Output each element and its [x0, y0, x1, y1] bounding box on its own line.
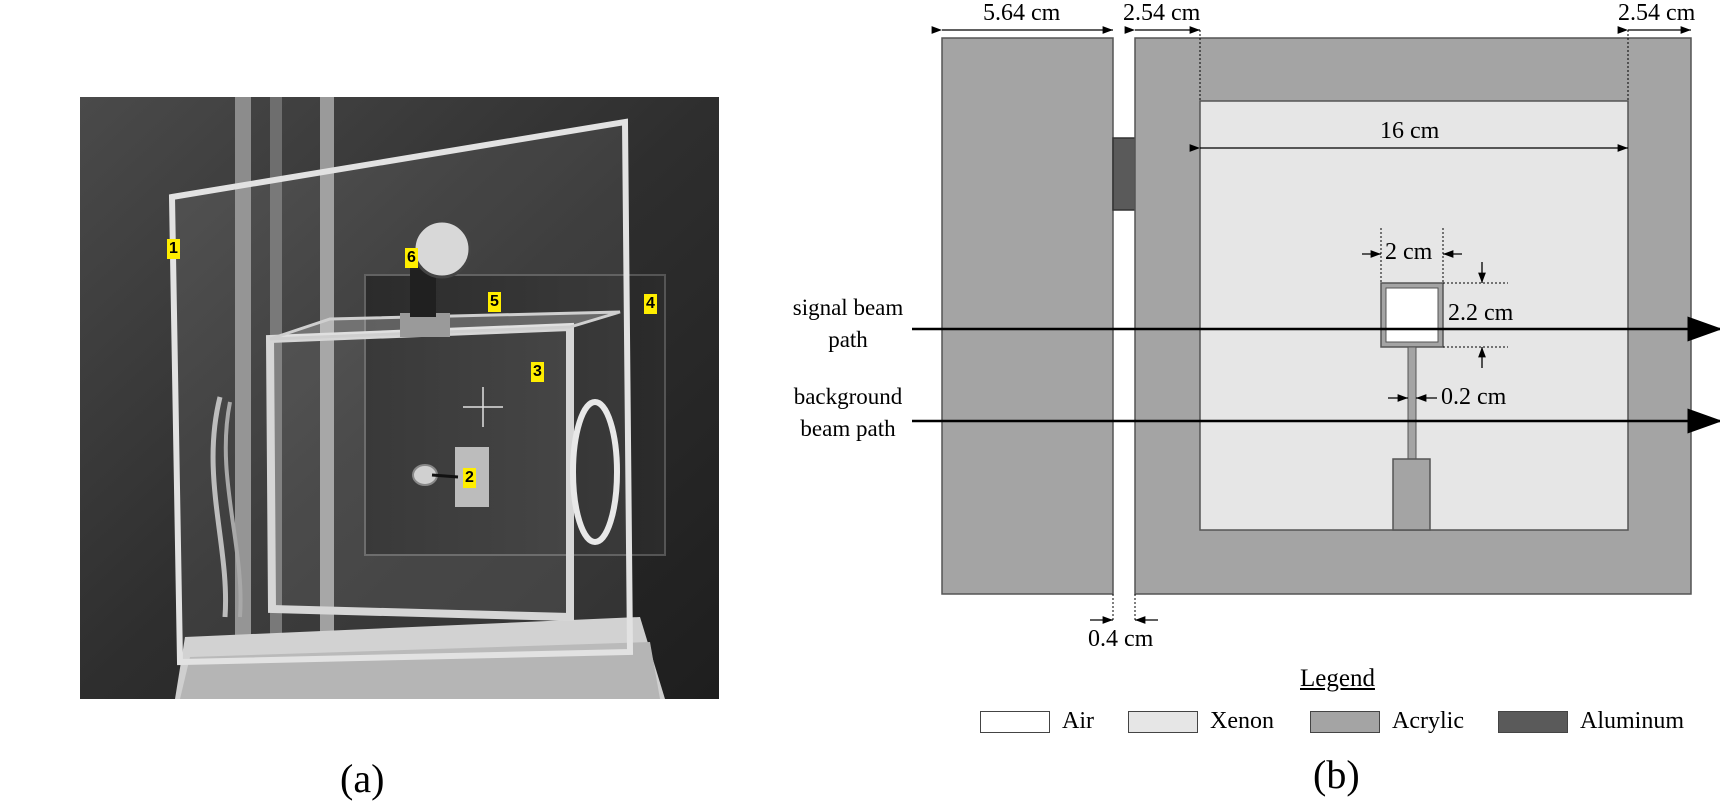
air-cell	[1385, 287, 1439, 343]
legend-swatch-acrylic	[1310, 710, 1380, 733]
legend-swatch-aluminum	[1498, 710, 1568, 733]
background-beam-label-line2: beam path	[800, 416, 896, 441]
legend-label-xenon: Xenon	[1210, 708, 1274, 734]
signal-beam-label-line1: signal beam	[792, 295, 904, 320]
dim-top-wall-left: 2.54 cm	[1123, 0, 1201, 26]
photo-tag-5: 5	[488, 292, 501, 312]
legend-item-aluminum: Aluminum	[1498, 708, 1684, 735]
photo-tag-2: 2	[463, 468, 476, 488]
background-beam-label-line1: background	[793, 384, 903, 409]
panel-b-label: (b)	[1313, 752, 1360, 797]
legend-swatch-xenon	[1128, 710, 1198, 733]
signal-beam-label: signal beam path	[785, 292, 911, 356]
photo-tag-4: 4	[644, 294, 657, 314]
photo-tag-3: 3	[531, 362, 544, 382]
legend-item-acrylic: Acrylic	[1310, 708, 1464, 735]
dim-cell-height: 2.2 cm	[1448, 300, 1514, 326]
dim-stem-width: 0.2 cm	[1441, 384, 1507, 410]
legend-item-air: Air	[980, 708, 1094, 735]
aluminum-piece	[1112, 137, 1137, 211]
dim-left-block-width: 5.64 cm	[983, 0, 1061, 26]
legend-label-aluminum: Aluminum	[1580, 708, 1685, 734]
stem	[1407, 346, 1417, 460]
background-beam-label: background beam path	[785, 381, 911, 445]
legend-swatch-air	[980, 710, 1050, 733]
experiment-photo: 1 2 3 4 5 6	[80, 97, 719, 699]
legend-title: Legend	[1300, 665, 1375, 692]
legend-label-air: Air	[1062, 708, 1094, 734]
legend-label-acrylic: Acrylic	[1392, 708, 1464, 734]
diagram-drawing	[912, 26, 1720, 624]
signal-beam-label-line2: path	[828, 327, 868, 352]
photo-tag-1: 1	[167, 239, 180, 259]
panel-a-label: (a)	[340, 756, 385, 801]
legend-item-xenon: Xenon	[1128, 708, 1274, 735]
dim-gap-width: 0.4 cm	[1088, 626, 1154, 652]
stem-base	[1392, 458, 1431, 531]
dim-cell-width: 2 cm	[1385, 239, 1433, 265]
photo-illustration	[80, 97, 719, 699]
dim-inner-width: 16 cm	[1380, 118, 1440, 144]
dim-top-wall-right: 2.54 cm	[1618, 0, 1696, 26]
geometry-diagram: 5.64 cm 2.54 cm 2.54 cm 16 cm 2 cm 2.2 c…	[760, 0, 1720, 804]
left-acrylic-block	[941, 37, 1114, 595]
photo-tag-6: 6	[405, 248, 418, 268]
